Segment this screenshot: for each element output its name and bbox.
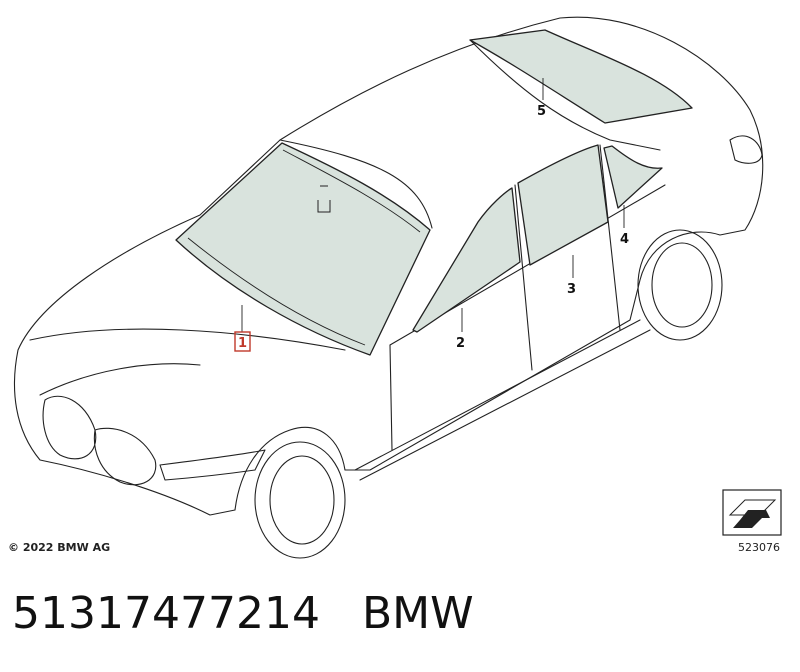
callout-3[interactable]: 3 <box>567 282 576 297</box>
rear-wheel <box>637 229 723 341</box>
windshield-frit-line <box>187 149 421 346</box>
hood-lines <box>29 328 346 396</box>
roof-line <box>279 39 661 229</box>
callout-2[interactable]: 2 <box>456 336 465 351</box>
callout-1[interactable]: 1 <box>238 336 247 351</box>
quarter-glass <box>603 145 663 209</box>
callout-1-highlight-box <box>234 331 251 352</box>
callout-4[interactable]: 4 <box>620 232 629 247</box>
rear-door-glass <box>517 144 609 266</box>
mirror-mount <box>317 185 331 213</box>
headlight <box>159 449 266 481</box>
copyright-text: © 2022 BMW AG <box>8 541 111 554</box>
rear-wheel-rim <box>651 242 713 328</box>
front-grille <box>42 395 157 486</box>
part-number: 51317477214 <box>12 588 320 639</box>
rear-window-glass <box>469 29 693 124</box>
front-wheel <box>254 441 346 559</box>
tail-light <box>729 135 763 164</box>
front-wheel-rim <box>269 455 335 545</box>
car-glass-diagram: 1 2 3 4 5 <box>13 16 782 559</box>
brand-name: BMW <box>361 588 474 639</box>
footer: 51317477214 BMW <box>12 588 516 639</box>
car-body-outline <box>13 16 764 516</box>
front-door-glass <box>412 187 521 333</box>
link-arrow-icon[interactable] <box>722 489 782 536</box>
door-seams <box>389 144 621 451</box>
callout-5[interactable]: 5 <box>537 104 546 119</box>
figure-number: 523076 <box>738 541 780 554</box>
